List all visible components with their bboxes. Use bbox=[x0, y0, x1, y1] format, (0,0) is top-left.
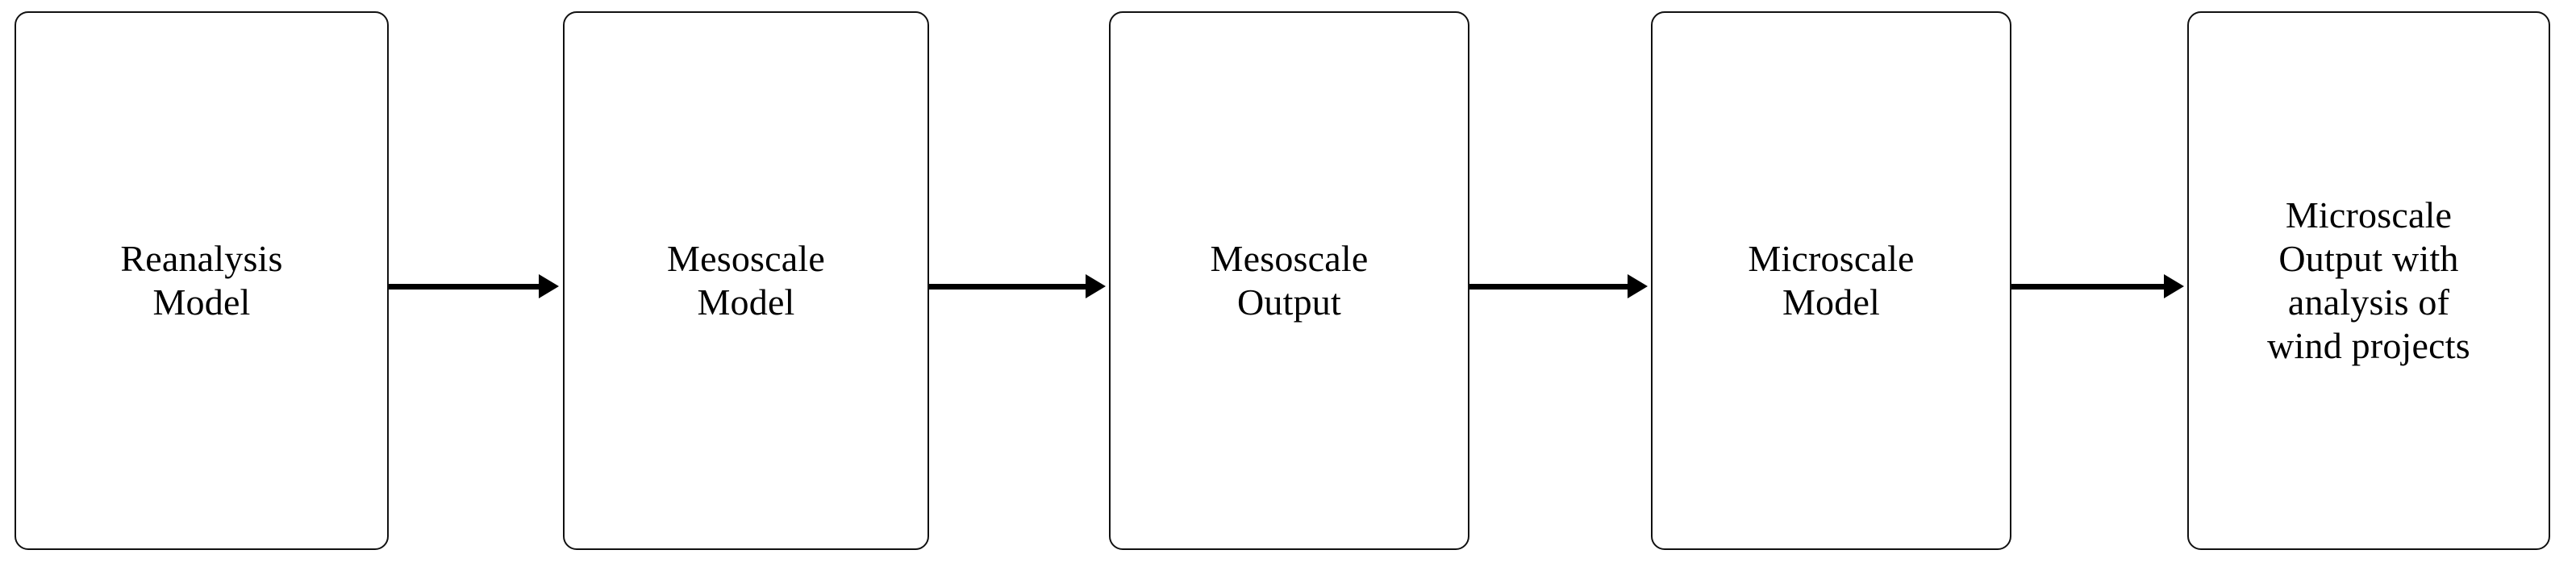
flowchart-node-mesoscale-model[interactable]: Mesoscale Model bbox=[563, 11, 929, 550]
edge-line bbox=[1469, 284, 1631, 290]
flowchart-node-mesoscale-output[interactable]: Mesoscale Output bbox=[1109, 11, 1469, 550]
arrowhead-icon bbox=[539, 274, 559, 298]
edge-line bbox=[929, 284, 1089, 290]
edge-line bbox=[2011, 284, 2167, 290]
flowchart-node-microscale-output[interactable]: Microscale Output with analysis of wind … bbox=[2187, 11, 2550, 550]
arrowhead-icon bbox=[1086, 274, 1106, 298]
flowchart-node-microscale-model[interactable]: Microscale Model bbox=[1651, 11, 2011, 550]
flowchart-node-label: Mesoscale Output bbox=[1210, 238, 1369, 323]
arrowhead-icon bbox=[1628, 274, 1648, 298]
flowchart-node-label: Microscale Output with analysis of wind … bbox=[2267, 194, 2470, 366]
flowchart-node-label: Mesoscale Model bbox=[667, 238, 825, 323]
flowchart-node-label: Reanalysis Model bbox=[120, 238, 283, 323]
flowchart-node-reanalysis-model[interactable]: Reanalysis Model bbox=[15, 11, 389, 550]
edge-line bbox=[389, 284, 542, 290]
flowchart-node-label: Microscale Model bbox=[1748, 238, 1915, 323]
arrowhead-icon bbox=[2164, 274, 2184, 298]
